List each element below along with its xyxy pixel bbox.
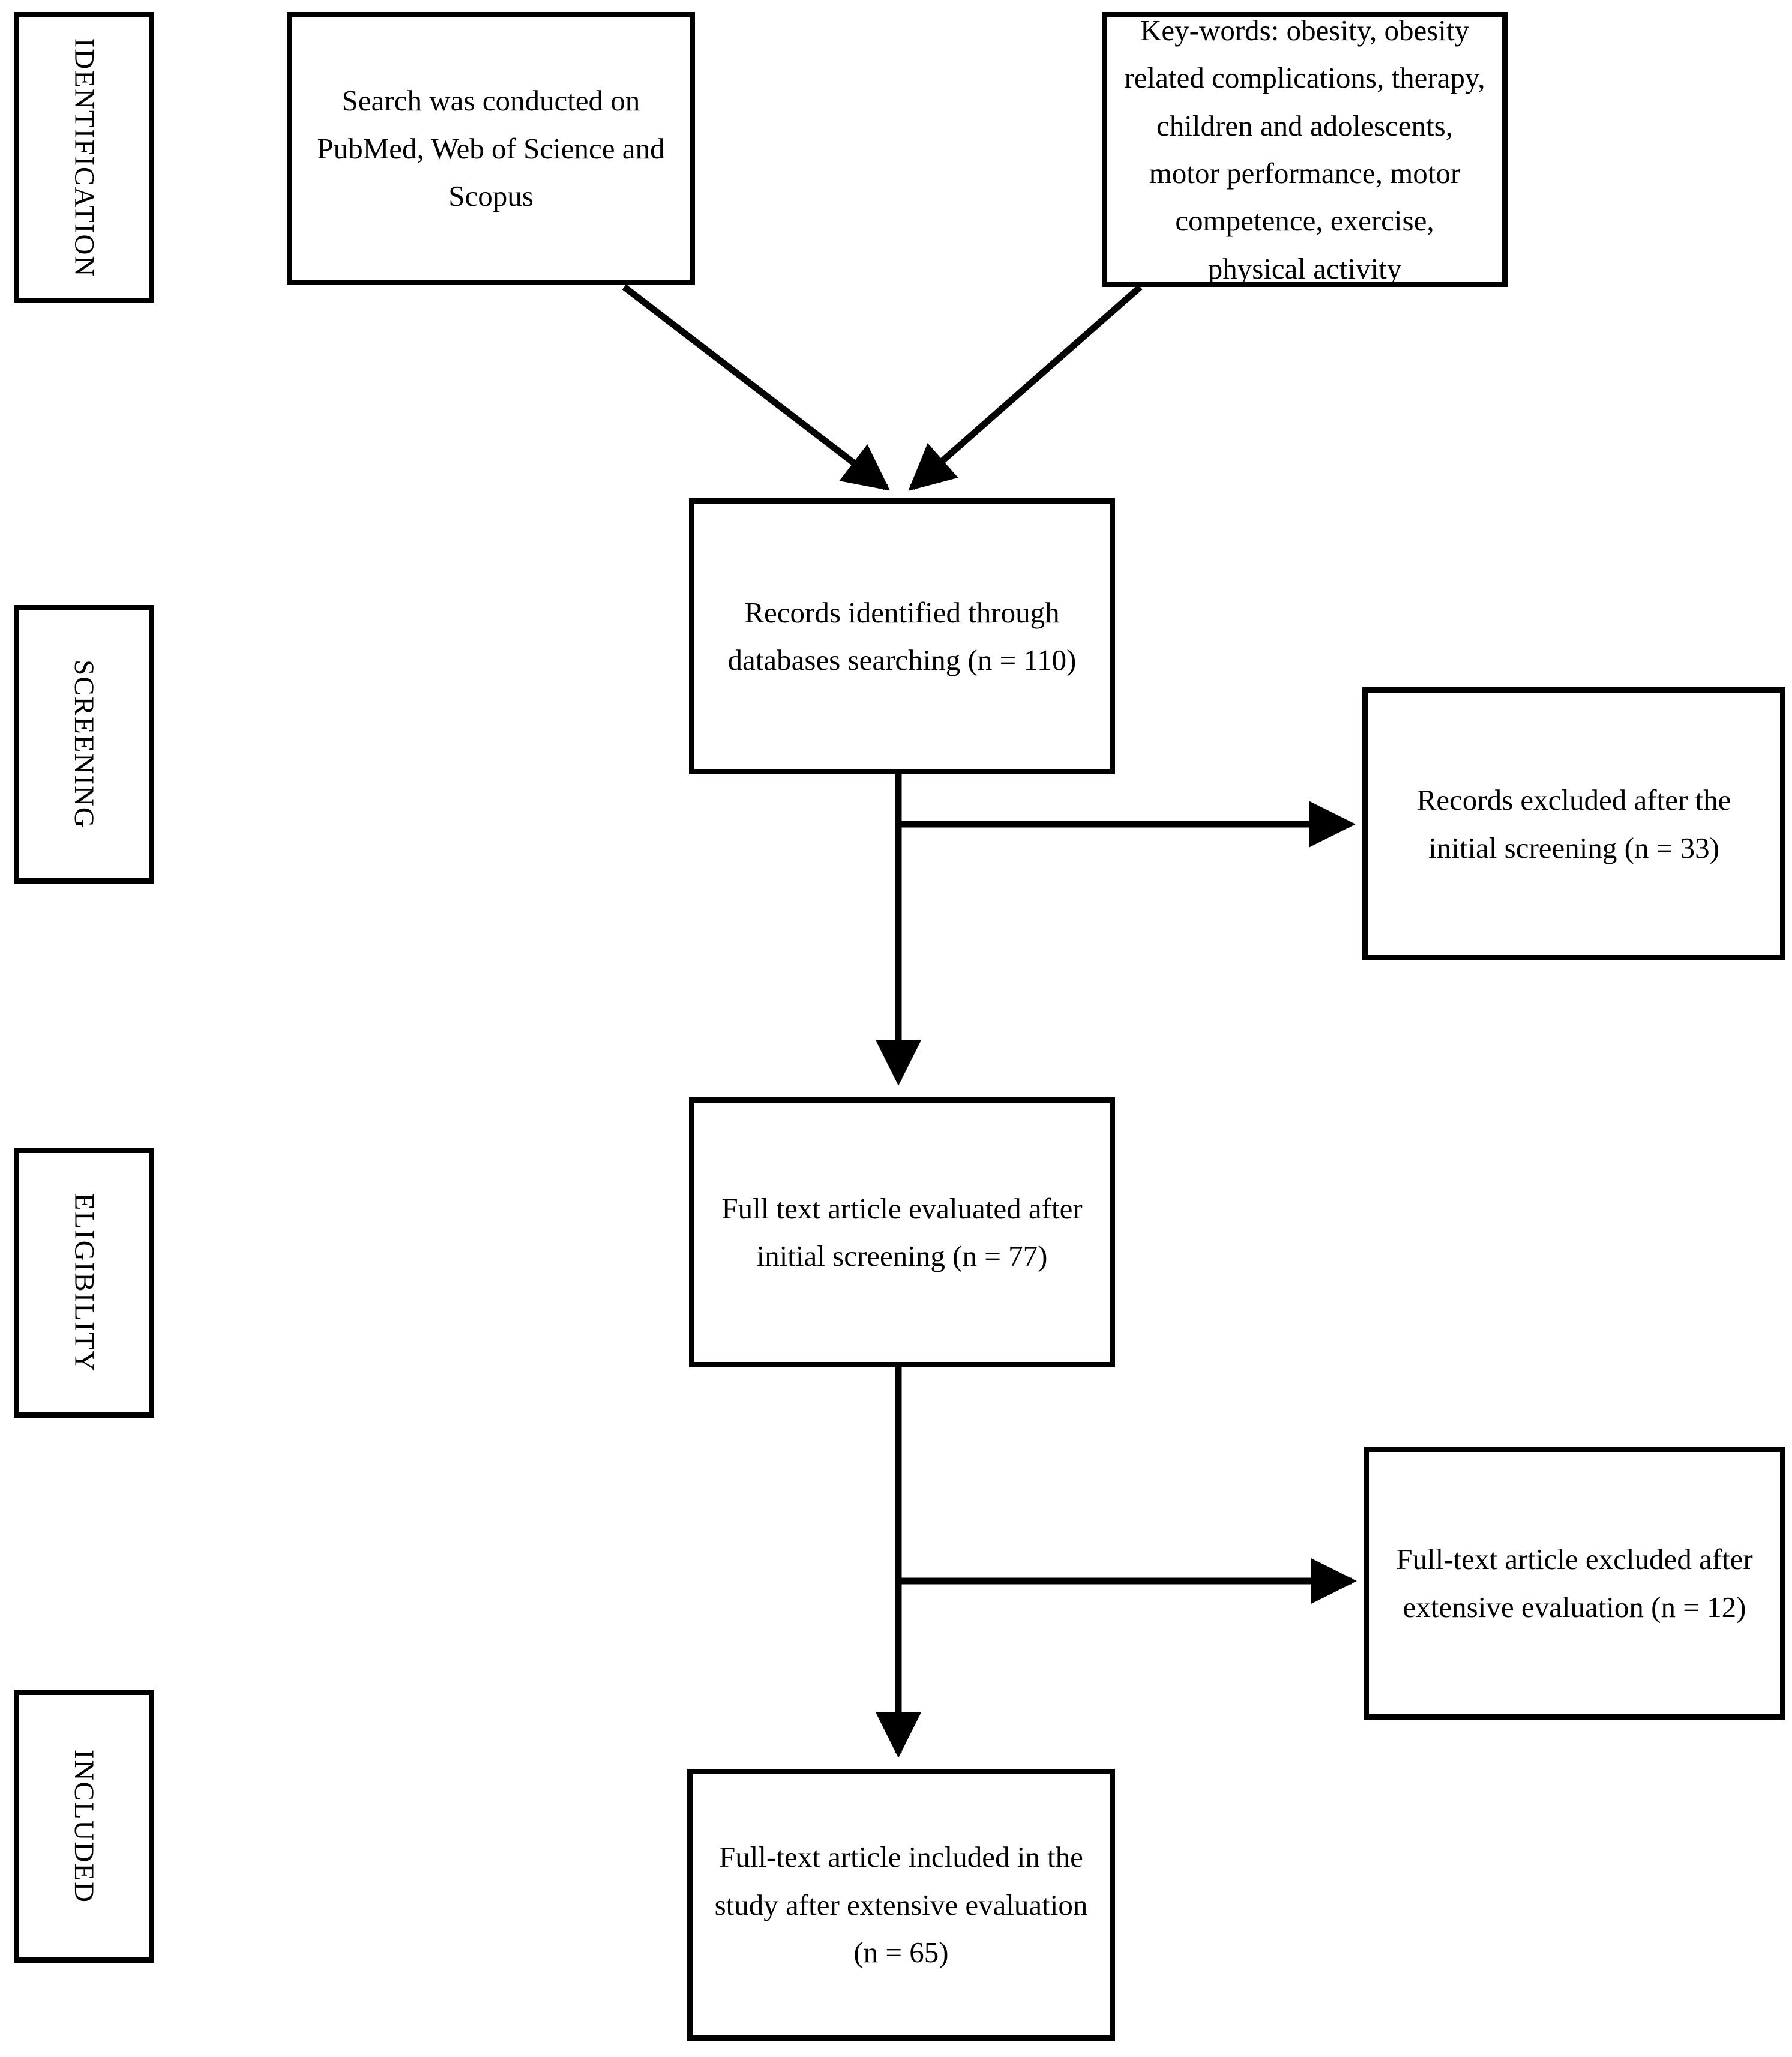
box-keywords: Key-words: obesity, obesity related comp… bbox=[1102, 12, 1508, 287]
edge-search-to-records bbox=[622, 284, 890, 491]
box-fulltext-included: Full-text article included in the study … bbox=[687, 1769, 1115, 2041]
stage-label-included-text: INCLUDED bbox=[68, 1749, 100, 1903]
box-fulltext-included-text: Full-text article included in the study … bbox=[714, 1840, 1088, 1969]
edge-keywords-to-records bbox=[908, 284, 1143, 491]
box-fulltext-evaluated: Full text article evaluated after initia… bbox=[689, 1097, 1115, 1367]
box-search-sources: Search was conducted on PubMed, Web of S… bbox=[287, 12, 695, 285]
box-records-identified-text: Records identified through databases sea… bbox=[727, 595, 1077, 676]
box-records-identified: Records identified through databases sea… bbox=[689, 498, 1115, 774]
stage-label-screening-text: SCREENING bbox=[68, 660, 100, 829]
box-fulltext-excluded: Full-text article excluded after extensi… bbox=[1364, 1447, 1785, 1720]
box-keywords-text: Key-words: obesity, obesity related comp… bbox=[1124, 13, 1485, 285]
box-records-excluded-text: Records excluded after the initial scree… bbox=[1416, 783, 1731, 864]
stage-label-identification-text: IDENTIFICATION bbox=[68, 38, 100, 277]
box-records-excluded: Records excluded after the initial scree… bbox=[1362, 687, 1785, 960]
box-fulltext-excluded-text: Full-text article excluded after extensi… bbox=[1396, 1543, 1753, 1624]
box-fulltext-evaluated-text: Full text article evaluated after initia… bbox=[721, 1191, 1083, 1272]
stage-label-included: INCLUDED bbox=[14, 1690, 154, 1963]
stage-label-identification: IDENTIFICATION bbox=[14, 12, 154, 303]
stage-label-screening: SCREENING bbox=[14, 605, 154, 884]
stage-label-eligibility-text: ELIGIBILITY bbox=[68, 1193, 100, 1373]
box-search-sources-text: Search was conducted on PubMed, Web of S… bbox=[317, 84, 665, 213]
stage-label-eligibility: ELIGIBILITY bbox=[14, 1148, 154, 1418]
